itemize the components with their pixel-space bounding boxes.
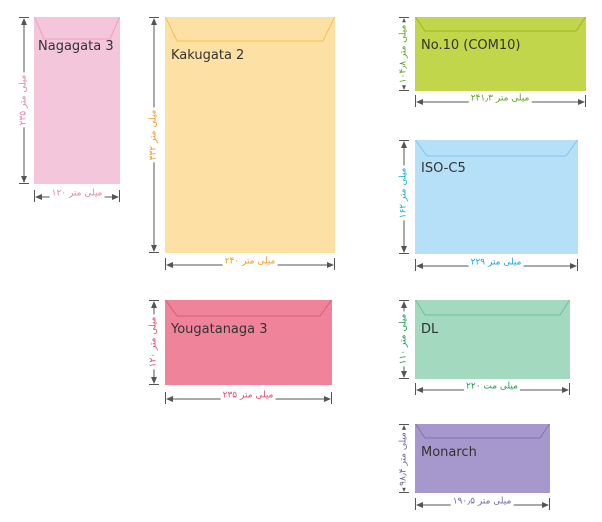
envelope-dl: DL <box>415 300 570 379</box>
height-label: ۱۲۰ میلی متر <box>148 314 160 370</box>
envelope-name: ISO-C5 <box>421 161 466 176</box>
envelope-iso-c5: ISO-C5 <box>415 140 578 254</box>
envelope-name: Kakugata 2 <box>171 48 245 63</box>
envelope-name: Nagagata 3 <box>38 39 114 54</box>
envelope-monarch: Monarch <box>415 424 550 493</box>
envelope-name: Yougatanaga 3 <box>171 322 268 337</box>
envelope-no10-com10: No.10 (COM10) <box>415 17 586 91</box>
width-label: ۱۹۰٫۵ میلی متر <box>450 496 514 508</box>
height-label: ۲۳۵ میلی متر <box>18 72 30 128</box>
height-label: ۱۰۴٫۸ میلی متر <box>398 22 410 86</box>
height-label: ۱۶۲ میلی متر <box>398 165 410 221</box>
envelope-flap <box>165 300 332 317</box>
envelope-name: Monarch <box>421 445 477 460</box>
envelope-yougatanaga-3: Yougatanaga 3 <box>165 300 332 385</box>
envelope-name: No.10 (COM10) <box>421 38 521 53</box>
width-label: ۲۲۰ میلی مت <box>464 381 520 393</box>
envelope-nagagata-3: Nagagata 3 <box>34 17 120 184</box>
envelope-kakugata-2: Kakugata 2 <box>165 17 335 253</box>
envelope-flap <box>415 300 570 316</box>
width-label: ۲۲۹ میلی متر <box>468 257 524 269</box>
height-label: ۱۱۰ میلی متر <box>398 311 410 367</box>
width-label: ۲۴۰ میلی متر <box>222 256 278 268</box>
width-label: ۱۲۰ میلی متر <box>49 188 105 200</box>
height-label: ۹۸٫۴ میلی متر <box>398 430 410 488</box>
width-label: ۲۴۱٫۳ میلی متر <box>468 93 532 105</box>
height-label: ۳۳۲ میلی متر <box>148 107 160 163</box>
width-label: ۲۳۵ میلی متر <box>220 390 276 402</box>
envelope-name: DL <box>421 322 439 337</box>
envelope-flap <box>415 17 586 32</box>
envelope-flap <box>415 140 578 157</box>
